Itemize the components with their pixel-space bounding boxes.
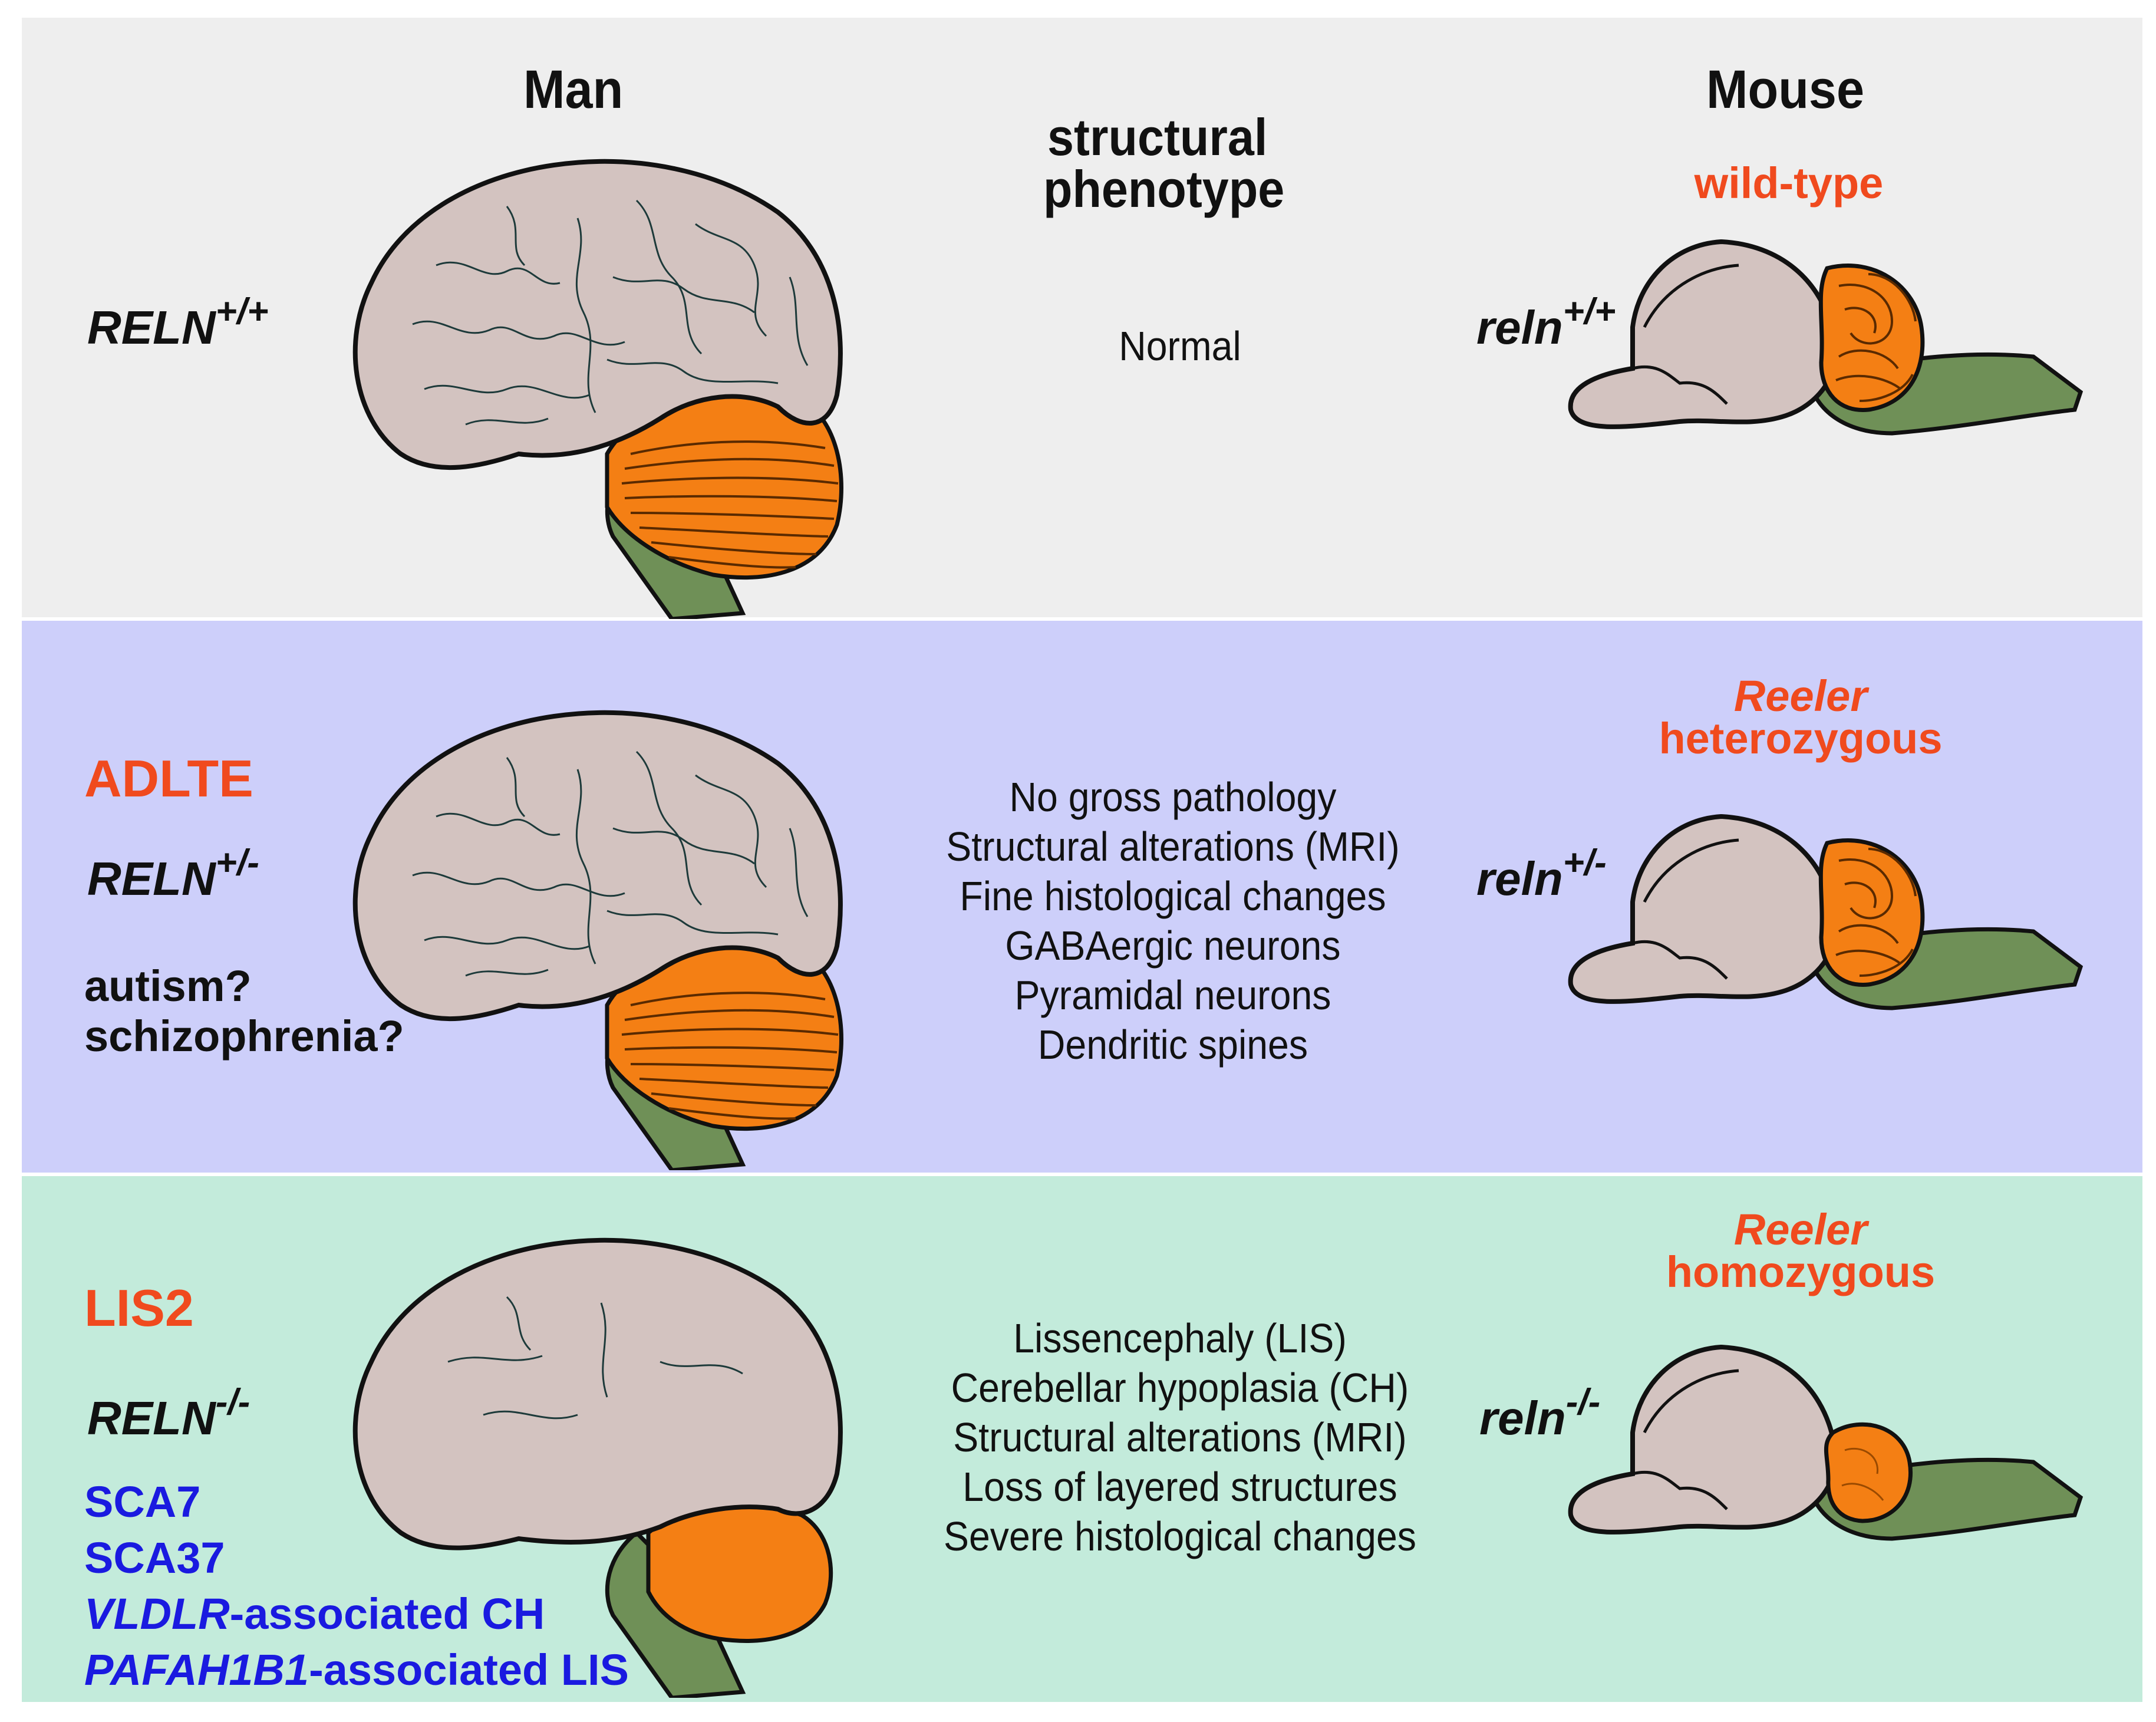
phenotype-list-row1: Normal [936,321,1424,371]
phenotype-item: No gross pathology [1009,774,1337,820]
related-condition-sca37: SCA37 [84,1533,225,1582]
mouse-brain-row3 [1562,1338,2092,1562]
mouse-strain-row3: Reeler homozygous [1594,1205,2007,1296]
phenotype-item: GABAergic neurons [1005,923,1341,969]
human-question-autism: autism? [84,962,252,1010]
mouse-strain-line2: heterozygous [1659,714,1943,763]
related-condition-sca7: SCA7 [84,1477,201,1526]
human-brain-row1 [330,147,861,619]
mouse-strain-row1: wild-type [1583,162,1995,205]
mouse-genotype-row2: reln+/- [1476,842,1607,906]
mouse-strain-line1: Reeler [1733,1205,1868,1254]
phenotype-item: Severe histological changes [944,1513,1416,1559]
mouse-strain-line1: wild-type [1694,159,1884,208]
phenotype-item: Structural alterations (MRI) [946,824,1400,870]
phenotype-list-row3: Lissencephaly (LIS) Cerebellar hypoplasi… [936,1313,1424,1561]
mouse-strain-line1: Reeler [1733,671,1868,720]
phenotype-item: Pyramidal neurons [1014,972,1331,1018]
phenotype-item: Loss of layered structures [962,1464,1397,1510]
related-condition-vldlr: VLDLR-associated CH [84,1589,545,1638]
phenotype-item: Normal [1119,323,1241,369]
phenotype-item: Lissencephaly (LIS) [1013,1315,1347,1361]
mouse-brain-row2 [1562,808,2092,1032]
human-disease-row3: LIS2 [84,1279,194,1337]
phenotype-item: Cerebellar hypoplasia (CH) [951,1365,1409,1411]
human-question-schizophrenia: schizophrenia? [84,1012,404,1061]
phenotype-item: Structural alterations (MRI) [953,1414,1407,1460]
phenotype-item: Dendritic spines [1037,1022,1308,1068]
mouse-genotype-row1: reln+/+ [1476,291,1616,354]
header-phenotype-line1: structural [1047,108,1268,166]
human-genotype-row2: RELN+/- [87,842,259,906]
header-man: Man [523,60,624,120]
human-brain-row2 [330,699,861,1170]
related-condition-pafah1b1: PAFAH1B1-associated LIS [84,1645,629,1694]
mouse-brain-row1 [1562,233,2092,457]
mouse-strain-line2: homozygous [1666,1247,1936,1296]
header-mouse: Mouse [1706,60,1865,120]
mouse-strain-row2: Reeler heterozygous [1594,671,2007,763]
mouse-genotype-row3: reln-/- [1479,1382,1601,1445]
human-disease-row2: ADLTE [84,749,253,808]
phenotype-item: Fine histological changes [960,873,1386,919]
human-brain-row3 [352,1237,843,1698]
header-phenotype-line2: phenotype [1043,160,1285,218]
phenotype-list-row2: No gross pathology Structural alteration… [929,772,1417,1069]
human-genotype-row1: RELN+/+ [87,291,269,354]
human-genotype-row3: RELN-/- [87,1382,250,1445]
